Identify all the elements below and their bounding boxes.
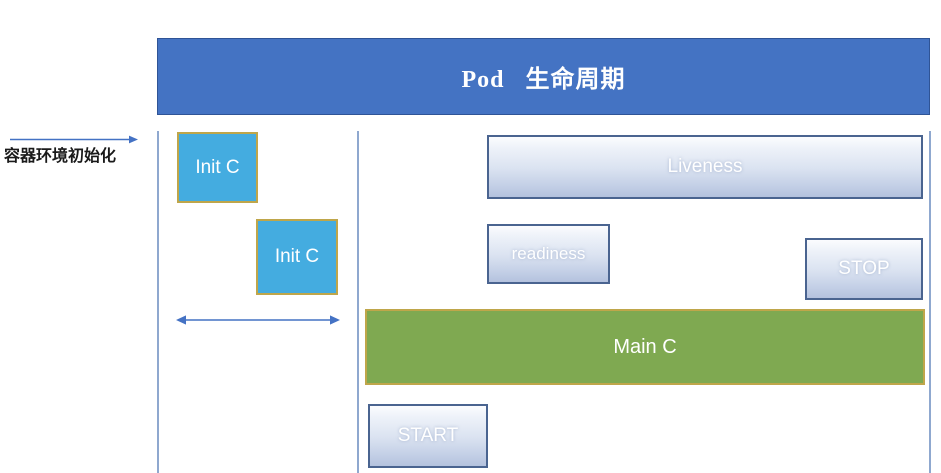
liveness-probe-box[interactable]: Liveness xyxy=(487,135,923,199)
readiness-probe-box[interactable]: readiness xyxy=(487,224,610,284)
stop-hook-box[interactable]: STOP xyxy=(805,238,923,300)
main-container-box[interactable]: Main C xyxy=(365,309,925,385)
divider-left xyxy=(157,131,159,473)
init-container-1[interactable]: Init C xyxy=(177,132,258,203)
divider-middle xyxy=(357,131,359,473)
double-arrow-horizontal-icon xyxy=(176,315,340,325)
init-phase-label: 容器环境初始化 xyxy=(4,146,117,165)
init-container-2[interactable]: Init C xyxy=(256,219,338,295)
diagram-header-banner: Pod 生命周期 xyxy=(157,38,930,115)
divider-right xyxy=(929,131,931,473)
start-hook-box[interactable]: START xyxy=(368,404,488,468)
page-title: Pod 生命周期 xyxy=(461,67,626,93)
arrow-right-icon xyxy=(10,135,138,144)
